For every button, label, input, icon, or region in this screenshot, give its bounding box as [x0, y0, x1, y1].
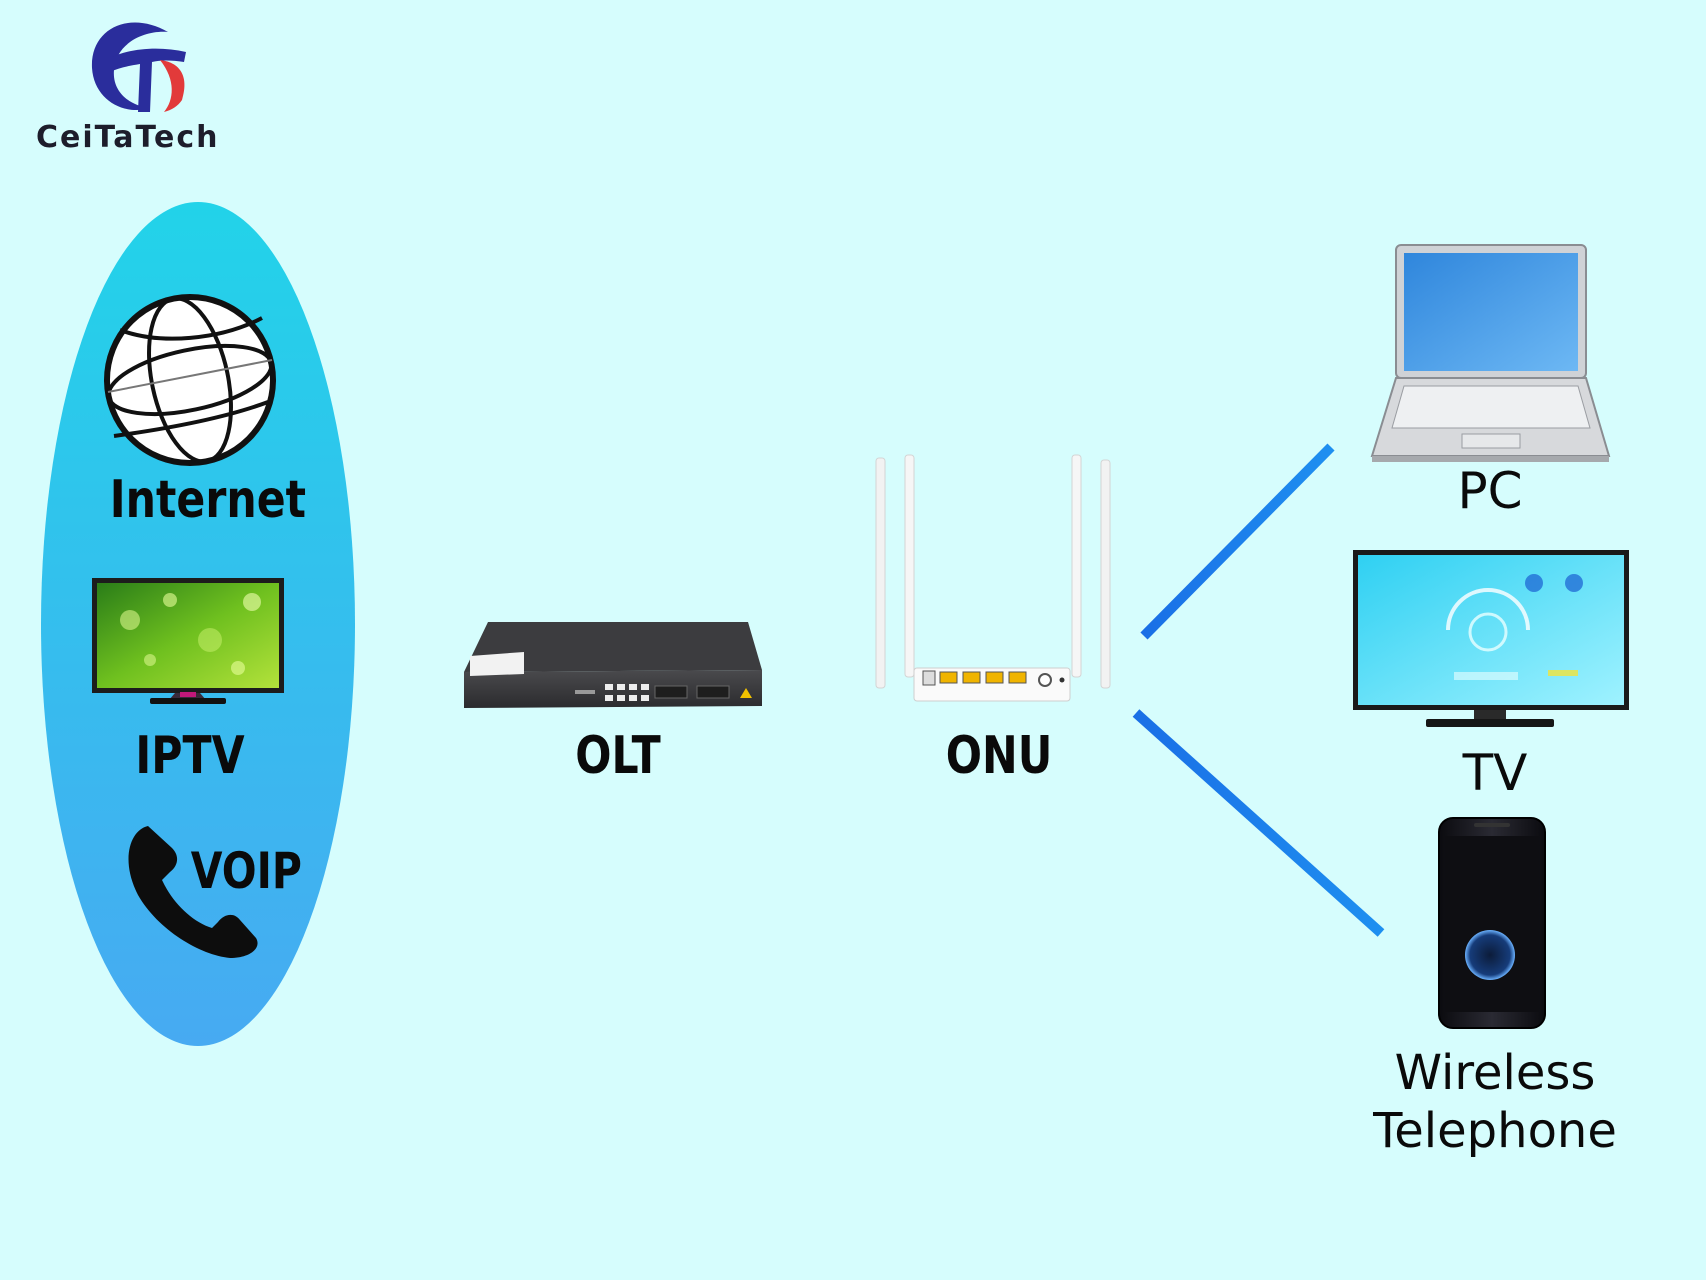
device-label-phone-line2: Telephone	[1373, 1103, 1617, 1159]
link-onu-pc	[1140, 443, 1335, 640]
smartphone-icon	[1438, 817, 1546, 1029]
service-label-internet: Internet	[109, 470, 307, 530]
olt-switch-icon	[464, 622, 762, 708]
link-onu-phone	[1132, 709, 1385, 937]
monitor-icon	[1353, 550, 1629, 727]
device-label-phone-line1: Wireless	[1394, 1045, 1596, 1101]
device-label-pc: PC	[1457, 462, 1523, 520]
brand-name: CeiTaTech	[36, 120, 220, 155]
ct-swoosh-logo	[91, 22, 186, 112]
globe-icon	[104, 294, 276, 466]
olt-label: OLT	[575, 726, 661, 786]
fiber-links	[355, 443, 1385, 937]
device-label-tv: TV	[1462, 744, 1528, 802]
phone-handset-icon	[128, 826, 258, 958]
onu-label: ONU	[945, 726, 1053, 786]
laptop-icon	[1370, 244, 1611, 462]
tv-icon	[92, 578, 284, 704]
service-label-iptv: IPTV	[135, 726, 245, 786]
wifi-router-icon	[875, 454, 1111, 702]
device-label-phone: Wireless Telephone	[1360, 1044, 1630, 1160]
service-label-voip: VOIP	[190, 842, 302, 900]
